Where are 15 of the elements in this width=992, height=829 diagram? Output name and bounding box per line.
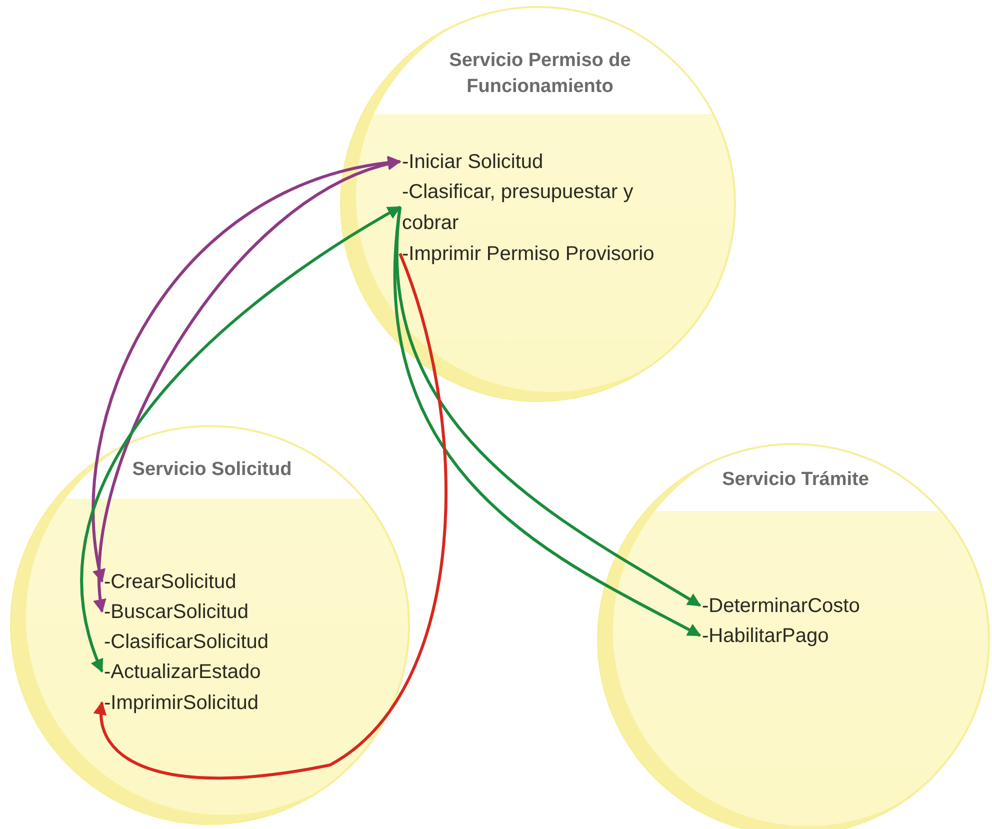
operation-label: -Imprimir Permiso Provisorio xyxy=(402,239,654,270)
service-heading: Servicio Permiso de Funcionamiento xyxy=(448,49,632,99)
operation-label: -ImprimirSolicitud xyxy=(104,688,258,719)
operation-label: -Iniciar Solicitud xyxy=(402,147,544,178)
operation-label: -ClasificarSolicitud xyxy=(104,627,268,658)
operation-label: -HabilitarPago xyxy=(702,621,829,652)
operation-label: -BuscarSolicitud xyxy=(104,597,249,628)
arrow xyxy=(80,206,402,673)
arrow xyxy=(94,252,448,780)
operation-label: -ActualizarEstado xyxy=(104,657,261,688)
operation-label: -CrearSolicitud xyxy=(104,567,236,598)
operation-label: -Clasificar, presupuestar y cobrar xyxy=(402,177,664,239)
service-heading: Servicio Trámite xyxy=(721,468,870,492)
operation-label: -DeterminarCosto xyxy=(702,591,860,622)
service-heading: Servicio Solicitud xyxy=(131,458,293,482)
